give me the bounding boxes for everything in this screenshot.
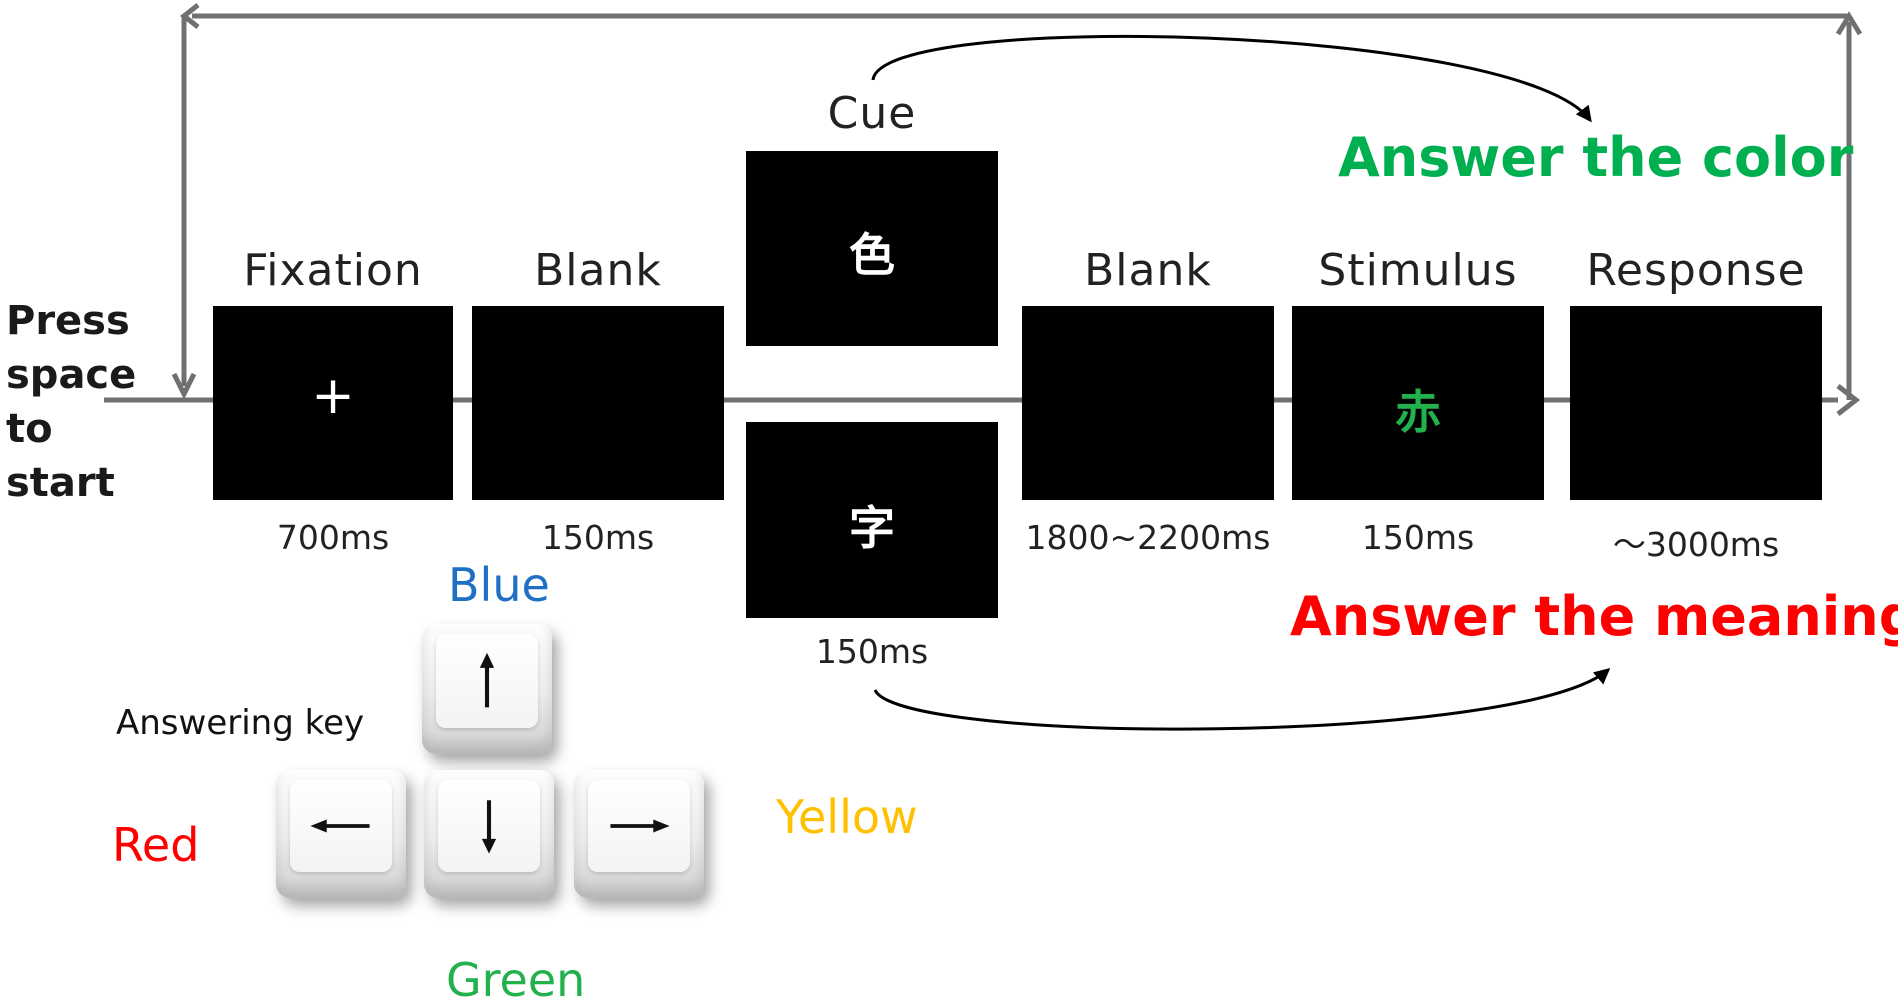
cue-color-character: 色 xyxy=(849,228,895,282)
answer-meaning-instruction: Answer the meaning xyxy=(1290,585,1898,648)
key-label-green: Green xyxy=(446,953,586,1007)
blank1-screen xyxy=(472,306,724,500)
cue-bottom-screen: 字 xyxy=(746,422,998,618)
arrow-up-icon xyxy=(479,652,495,708)
response-label: Response xyxy=(1586,245,1806,296)
stimulus-character: 赤 xyxy=(1395,385,1441,439)
left-arrow-key xyxy=(276,770,406,898)
response-duration: ～3000ms xyxy=(1612,525,1780,564)
cue-color-curve xyxy=(871,34,1592,123)
answering-key-title: Answering key xyxy=(116,703,365,743)
arrow-left-icon xyxy=(310,819,370,833)
blank1-duration: 150ms xyxy=(541,518,655,557)
start-label-line: to xyxy=(6,406,53,452)
up-arrow-key xyxy=(422,624,552,754)
key-label-yellow: Yellow xyxy=(776,790,918,844)
fixation-label: Fixation xyxy=(243,245,423,296)
fixation-cross: + xyxy=(311,366,355,426)
timeline-end-arrowhead xyxy=(1836,384,1861,416)
fixation-duration: 700ms xyxy=(276,518,390,557)
cue-meaning-curve xyxy=(873,668,1611,731)
blank1-label: Blank xyxy=(534,245,662,296)
key-label-red: Red xyxy=(112,818,200,872)
start-label-line: start xyxy=(6,460,115,506)
start-label-line: space xyxy=(6,352,137,398)
fixation-screen: + xyxy=(213,306,453,500)
blank2-label: Blank xyxy=(1084,245,1212,296)
cue-duration: 150ms xyxy=(815,632,929,671)
start-label-line: Press xyxy=(6,298,130,344)
loop-down-arrowhead xyxy=(171,372,197,400)
blank2-duration: 1800~2200ms xyxy=(1025,518,1271,557)
cue-meaning-character: 字 xyxy=(849,501,895,555)
key-label-blue: Blue xyxy=(448,558,550,612)
blank2-screen xyxy=(1022,306,1274,500)
response-screen xyxy=(1570,306,1822,500)
right-arrow-key xyxy=(574,770,704,898)
down-arrow-key xyxy=(424,770,554,898)
arrow-right-icon xyxy=(610,819,670,833)
answer-color-instruction: Answer the color xyxy=(1338,126,1854,189)
arrow-down-icon xyxy=(481,800,497,854)
cue-top-screen: 色 xyxy=(746,151,998,346)
stimulus-screen: 赤 xyxy=(1292,306,1544,500)
start-label: Press space to start xyxy=(6,294,136,510)
stimulus-duration: 150ms xyxy=(1361,518,1475,557)
cue-label: Cue xyxy=(827,88,917,139)
stimulus-label: Stimulus xyxy=(1318,245,1518,296)
